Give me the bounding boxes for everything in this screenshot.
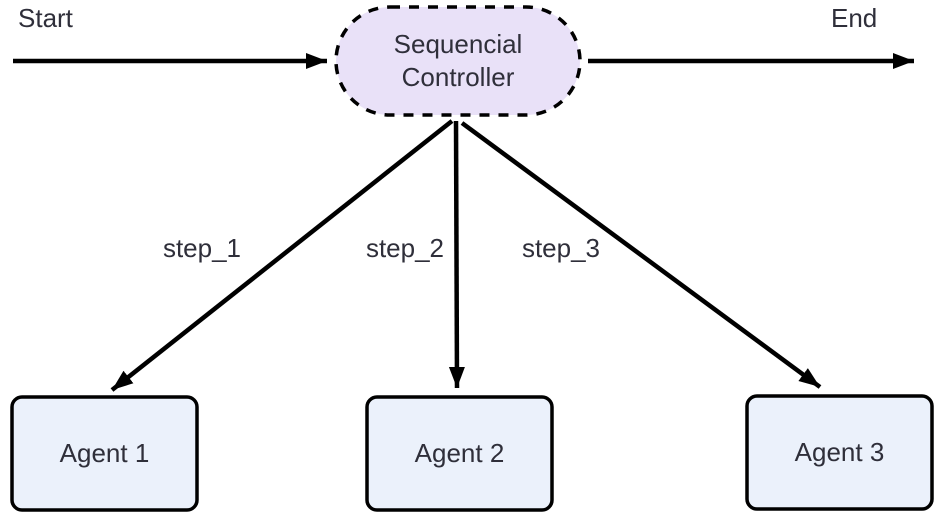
edge-label-step-2: step_2 bbox=[365, 233, 445, 263]
agent-2-node-shape bbox=[365, 395, 554, 512]
agent-3-node-shape bbox=[745, 394, 934, 511]
start-label: Start bbox=[18, 3, 73, 33]
controller-node-label: Sequencial Controller bbox=[336, 7, 580, 115]
edge-label-step-1: step_1 bbox=[162, 233, 242, 263]
agent-1-node-shape bbox=[10, 395, 199, 512]
controller-label-line1: Sequencial bbox=[393, 29, 523, 59]
controller-label-line2: Controller bbox=[401, 62, 515, 92]
edge-step-3 bbox=[460, 121, 822, 389]
edge-step-1 bbox=[110, 119, 454, 392]
agent-1-node-label: Agent 1 bbox=[59, 438, 150, 468]
edge-step-2 bbox=[448, 120, 465, 389]
agent-2-node-label: Agent 2 bbox=[414, 438, 505, 468]
end-label: End bbox=[831, 3, 878, 33]
controller-node-shape bbox=[334, 5, 582, 117]
agent-3-node-label: Agent 3 bbox=[794, 437, 885, 467]
edge-label-step-3: step_3 bbox=[521, 233, 601, 263]
